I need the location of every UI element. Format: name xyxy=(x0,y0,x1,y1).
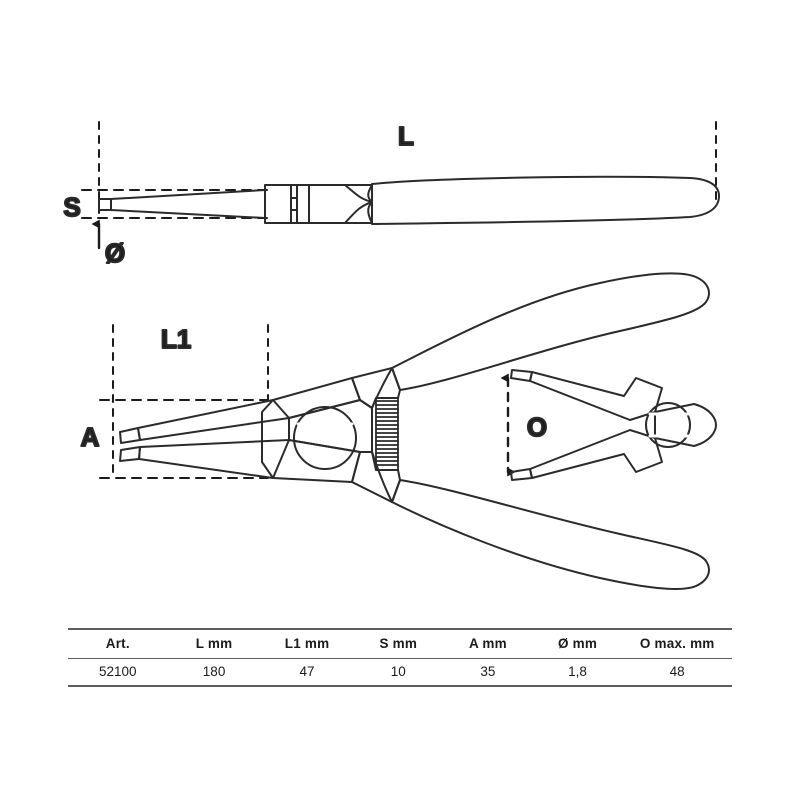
column-header-length1: L1 mm xyxy=(260,628,354,659)
column-header-length: L mm xyxy=(167,628,261,659)
detail-upper-tip xyxy=(510,369,533,382)
side-view-joint-transition xyxy=(344,184,373,224)
dimension-label-O: O xyxy=(527,412,547,442)
top-view-lower-handle xyxy=(391,479,710,590)
top-view-coil-spring xyxy=(375,397,399,471)
side-view-tapered-jaw xyxy=(110,189,266,219)
top-view-upper-jaw-head xyxy=(261,399,290,479)
top-view-upper-collar-line xyxy=(371,367,393,409)
side-view-handle xyxy=(371,175,720,225)
dimension-label-L: L xyxy=(398,121,414,151)
spec-table: Art. L mm L1 mm S mm A mm Ø mm O max. mm… xyxy=(68,628,732,687)
column-header-opening-max: O max. mm xyxy=(622,628,732,659)
top-view-lower-tip xyxy=(119,446,141,462)
side-view-jaw-block xyxy=(264,184,310,224)
top-view-upper-handle xyxy=(391,272,710,391)
detail-upper-jaw xyxy=(529,371,663,421)
cell-length: 180 xyxy=(167,658,261,687)
dimension-label-A: A xyxy=(81,422,100,452)
cell-length1: 47 xyxy=(260,658,354,687)
jaw-opening-detail-group: O xyxy=(500,369,717,481)
column-header-a: A mm xyxy=(443,628,533,659)
top-view-lower-collar xyxy=(351,451,401,503)
dimension-label-L1: L1 xyxy=(161,324,191,354)
cell-diameter: 1,8 xyxy=(532,658,623,687)
detail-pivot-boss xyxy=(645,402,691,448)
dimension-label-diameter: Ø xyxy=(105,238,125,268)
column-header-diameter: Ø mm xyxy=(532,628,623,659)
side-view-tip-pin xyxy=(98,198,112,211)
detail-lower-tip xyxy=(510,468,533,481)
table-row: 52100 180 47 10 35 1,8 48 xyxy=(68,658,732,687)
cell-s: 10 xyxy=(353,658,444,687)
column-header-art: Art. xyxy=(68,628,168,659)
spec-table-container: Art. L mm L1 mm S mm A mm Ø mm O max. mm… xyxy=(68,628,732,687)
detail-pivot-head xyxy=(654,403,717,447)
cell-art: 52100 xyxy=(68,658,168,687)
cell-a: 35 xyxy=(443,658,533,687)
dimension-label-S: S xyxy=(63,192,80,222)
side-view-midsection xyxy=(308,184,373,224)
top-view-lower-collar-line xyxy=(371,451,393,503)
detail-lower-jaw xyxy=(529,429,663,479)
side-view-group: L S Ø xyxy=(62,120,720,269)
top-view-upper-tip xyxy=(119,427,141,444)
column-header-s: S mm xyxy=(353,628,444,659)
top-view-group: L1 A xyxy=(80,272,710,590)
top-view-pivot-boss xyxy=(293,406,357,470)
cell-opening-max: 48 xyxy=(622,658,732,687)
table-header-row: Art. L mm L1 mm S mm A mm Ø mm O max. mm xyxy=(68,628,732,659)
